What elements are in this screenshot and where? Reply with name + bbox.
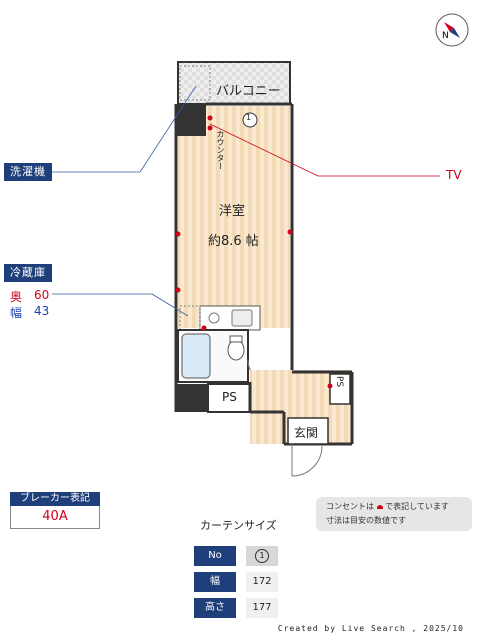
outlet-icon [287,229,293,235]
ps-left-box [207,383,251,413]
floor-plan [52,61,440,477]
fridge-width-value: 43 [34,304,50,318]
balcony [177,61,291,105]
window-number: 1 [246,113,252,122]
outlets [175,115,333,389]
breaker-value: 40A [10,506,100,529]
wall-block-top-left [176,104,206,136]
curtain-height-value: 177 [246,598,278,618]
toilet-icon [227,339,245,361]
stove-icon [208,312,220,324]
footer-credit: Created by Live Search , 2025/10 [277,624,464,633]
ps-right-label: PS [334,376,344,388]
sink-icon [231,309,253,327]
breaker-title: ブレーカー表記 [10,492,100,506]
curtain-height-label: 高さ [194,598,236,618]
fridge-depth-label: 奥 [10,290,23,304]
compass-needle-north-icon [444,22,454,32]
window-number-circle [242,112,258,128]
outlet-icon [175,287,181,293]
wall-block-bottom-left [176,384,208,412]
main-room-label: 洋室 [219,204,246,219]
compass-needle-south-icon [450,28,460,38]
entrance-box [287,417,329,445]
fridge-tag: 冷蔵庫 [4,264,52,282]
entrance-door-arc [291,445,323,477]
curtain-width-label: 幅 [194,572,236,592]
curtain-width-value: 172 [246,572,278,592]
note-outlet-text-b: で表記しています [385,502,449,511]
outlet-icon [207,125,213,131]
compass-letter: N [442,31,449,41]
curtain-no-label: No [194,546,236,566]
fridge-depth-value: 60 [34,288,50,302]
balcony-label: バルコニー [216,84,281,99]
entrance-label: 玄関 [294,426,319,440]
breaker-box: ブレーカー表記 40A [10,492,100,530]
outlet-icon [201,325,207,331]
legend-note: コンセントは で表記しています 寸法は目安の数値です [316,497,472,531]
main-room-floor [178,106,290,328]
note-outlet-text-a: コンセントは [326,502,374,511]
curtain-title: カーテンサイズ [200,519,277,532]
outlet-icon [207,115,213,121]
washer-tag: 洗濯機 [4,163,52,181]
ps-left-label: PS [222,390,237,404]
tv-label: TV [446,168,462,182]
ps-right-box [329,373,351,405]
outlet-legend-icon [376,504,383,509]
fridge-width-label: 幅 [10,306,23,320]
curtain-no-value: 1 [255,549,269,563]
bathtub-icon [181,333,211,379]
toilet-tank-icon [229,335,243,343]
main-room-size: 約8.6 帖 [208,234,259,249]
counter-label: カウンター [216,130,225,170]
outlet-icon [175,231,181,237]
compass: N [435,13,469,47]
note-dimensions: 寸法は目安の数値です [326,516,406,525]
outlet-icon [327,383,333,389]
